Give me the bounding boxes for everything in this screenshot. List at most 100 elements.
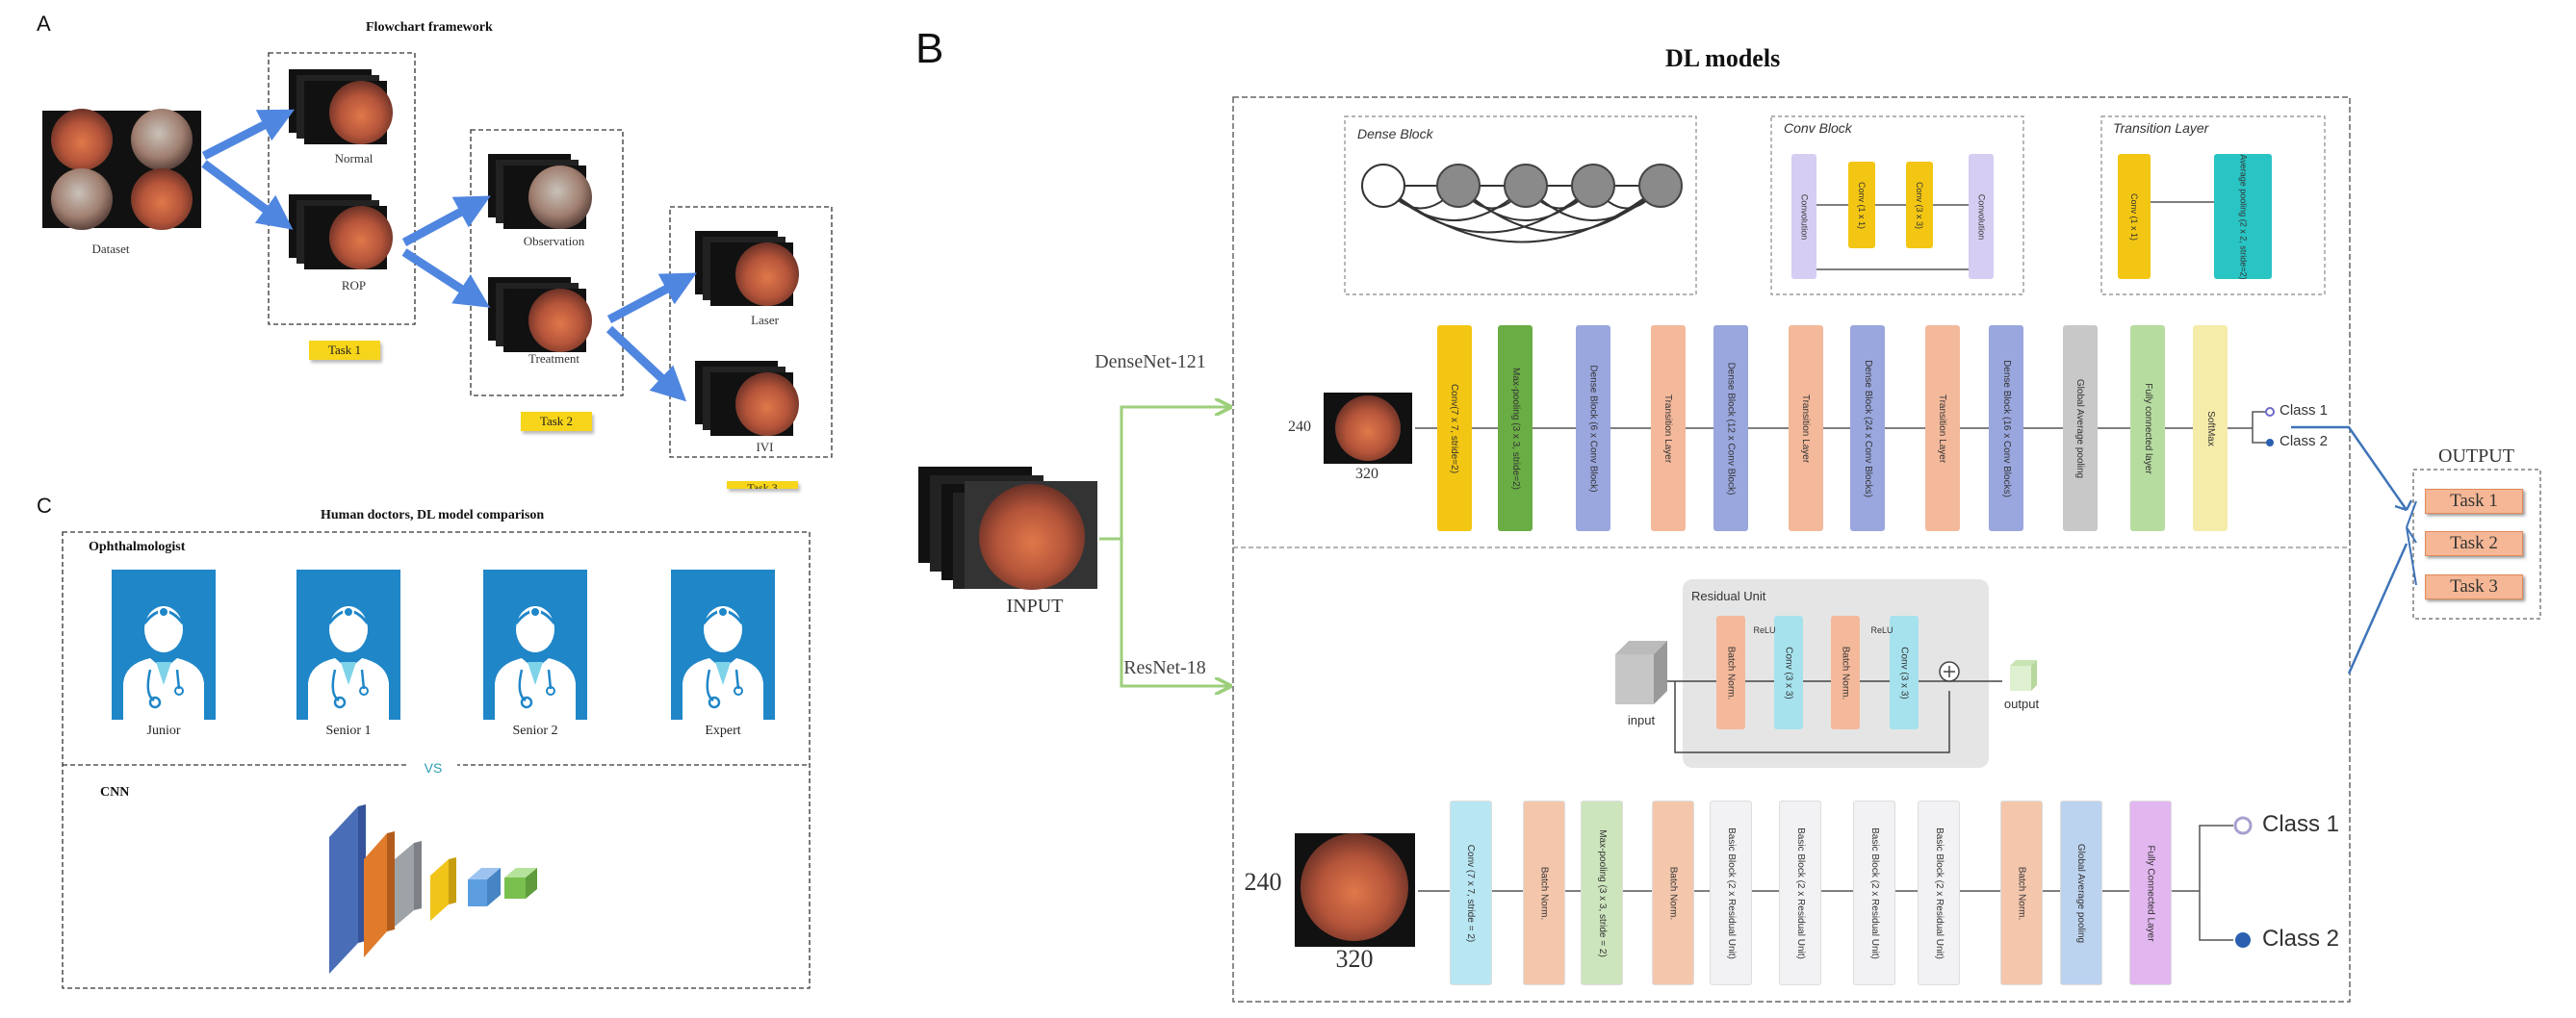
densenet-layer: Transition Layer xyxy=(1651,325,1686,531)
conv-block-title: Conv Block xyxy=(1784,120,1852,136)
stack-laser xyxy=(695,231,799,306)
densenet-label: DenseNet-121 xyxy=(1095,351,1206,372)
panel-b-title: DL models xyxy=(1665,44,1781,72)
resnet-label: ResNet-18 xyxy=(1123,657,1206,678)
rop-label: ROP xyxy=(341,278,367,293)
normal-label: Normal xyxy=(334,151,374,165)
doctor-label: Senior 2 xyxy=(512,724,558,738)
cnn-label: CNN xyxy=(100,785,130,800)
panel-c-graphics xyxy=(62,531,811,989)
resnet-layer: Conv (7 x 7, stride = 2) xyxy=(1450,801,1492,985)
densenet-layer: Dense Block (16 x Conv Blocks) xyxy=(1989,325,2023,531)
doctor-icon xyxy=(123,606,204,720)
dataset-label: Dataset xyxy=(91,242,130,256)
panel-a-title: Flowchart framework xyxy=(366,20,493,35)
resnet-size-h: 240 xyxy=(1244,868,1282,896)
output-task3: Task 3 xyxy=(2425,574,2523,599)
doctor-label: Expert xyxy=(705,724,741,738)
dl-models-box xyxy=(1232,96,2351,1003)
conv-block-layer: Convolution xyxy=(1791,154,1816,279)
output-lines xyxy=(2291,425,2413,674)
resnet-layer: Basic Block (2 x Residual Unit) xyxy=(1918,801,1960,985)
densenet-layer: Global Average pooling xyxy=(2063,325,2098,531)
residual-unit-layer: Batch Norm. xyxy=(1831,616,1860,729)
ru-relu-2: ReLU xyxy=(1870,625,1893,635)
resnet-layer: Batch Norm. xyxy=(2000,801,2043,985)
box-task2 xyxy=(470,129,624,396)
stack-rop xyxy=(289,194,393,269)
ru-output-cube xyxy=(2010,660,2037,691)
box-task3 xyxy=(669,206,833,458)
output-box xyxy=(2412,469,2541,620)
treatment-label: Treatment xyxy=(528,351,580,366)
input-label: INPUT xyxy=(1006,596,1064,617)
doctor-avatar xyxy=(112,570,216,720)
resnet-layer: Fully Connected Layer xyxy=(2129,801,2172,985)
densenet-layer: Dense Block (12 x Conv Block) xyxy=(1713,325,1748,531)
conv-block-layer: Conv (1 x 1) xyxy=(1848,162,1875,248)
dense-block-inset xyxy=(1344,115,1697,295)
stack-observation xyxy=(488,154,592,229)
resnet-layer: Basic Block (2 x Residual Unit) xyxy=(1779,801,1821,985)
resnet-layer: Batch Norm. xyxy=(1652,801,1694,985)
ivi-label: IVI xyxy=(756,440,774,454)
transition-layer-layer: Conv (1 x 1) xyxy=(2118,154,2151,279)
ophthalmologist-label: Ophthalmologist xyxy=(89,540,186,554)
ru-input-cube xyxy=(1615,641,1667,704)
stack-normal xyxy=(289,69,393,144)
residual-unit-layer: Batch Norm. xyxy=(1716,616,1745,729)
densenet-layer: Transition Layer xyxy=(1789,325,1823,531)
stack-ivi xyxy=(695,361,799,436)
resnet-size-w: 320 xyxy=(1335,945,1374,973)
doctor-label: Senior 1 xyxy=(325,724,372,738)
branch-lines xyxy=(1099,407,1230,686)
densenet-layer: SoftMax xyxy=(2193,325,2228,531)
stack-treatment xyxy=(488,277,592,352)
resnet-class2: Class 2 xyxy=(2262,926,2340,952)
densenet-layer: Fully connected layer xyxy=(2130,325,2165,531)
doctor-avatar xyxy=(671,570,775,720)
task3-badge: Task 3 xyxy=(727,481,798,489)
panel-a-graphics xyxy=(42,52,833,458)
laser-label: Laser xyxy=(751,313,779,327)
conv-block-inset xyxy=(1770,115,2024,295)
residual-unit-layer: Conv (3 x 3) xyxy=(1774,616,1803,729)
densenet-size-w: 320 xyxy=(1355,466,1378,482)
resnet-layer: Global Average pooling xyxy=(2060,801,2102,985)
ru-output-label: output xyxy=(2003,697,2040,711)
resnet-layer: Basic Block (2 x Residual Unit) xyxy=(1710,801,1752,985)
residual-unit-title: Residual Unit xyxy=(1691,589,1766,603)
densenet-layer: Conv(7 x 7, stride=2) xyxy=(1437,325,1472,531)
cnn-graphic xyxy=(329,804,537,974)
densenet-layer: Max-pooling (3 x 3, stride=2) xyxy=(1498,325,1533,531)
output-task2: Task 2 xyxy=(2425,531,2523,556)
task1-badge: Task 1 xyxy=(309,341,380,360)
panel-b-letter: B xyxy=(915,25,944,72)
resnet-layer: Batch Norm. xyxy=(1523,801,1565,985)
densenet-class1: Class 1 xyxy=(2280,402,2329,419)
vs-label: VS xyxy=(409,760,457,776)
resnet-layer: Basic Block (2 x Residual Unit) xyxy=(1853,801,1895,985)
doctor-label: Junior xyxy=(146,724,181,738)
conv-block-layer: Conv (3 x 3) xyxy=(1906,162,1933,248)
box-task1 xyxy=(268,52,416,325)
densenet-layer: Transition Layer xyxy=(1925,325,1960,531)
observation-label: Observation xyxy=(523,234,585,248)
conv-block-layer: Convolution xyxy=(1969,154,1994,279)
flow-arrows xyxy=(201,109,697,402)
doctor-avatar xyxy=(483,570,587,720)
panel-c-title: Human doctors, DL model comparison xyxy=(321,508,545,522)
ru-input-label: input xyxy=(1627,713,1656,727)
panel-c-letter: C xyxy=(37,494,52,518)
doctor-avatar xyxy=(296,570,400,720)
doctor-icon xyxy=(683,606,763,720)
resnet-layer: Max-pooling (3 x 3, stride = 2) xyxy=(1581,801,1623,985)
task2-badge: Task 2 xyxy=(521,412,592,431)
doctor-icon xyxy=(495,606,576,720)
doctor-icon xyxy=(308,606,389,720)
dense-block-title: Dense Block xyxy=(1357,126,1433,141)
densenet-layer: Dense Block (6 x Conv Block) xyxy=(1576,325,1610,531)
resnet-class1: Class 1 xyxy=(2262,811,2340,837)
transition-layer-inset xyxy=(2100,115,2326,295)
ru-relu-1: ReLU xyxy=(1753,625,1776,635)
